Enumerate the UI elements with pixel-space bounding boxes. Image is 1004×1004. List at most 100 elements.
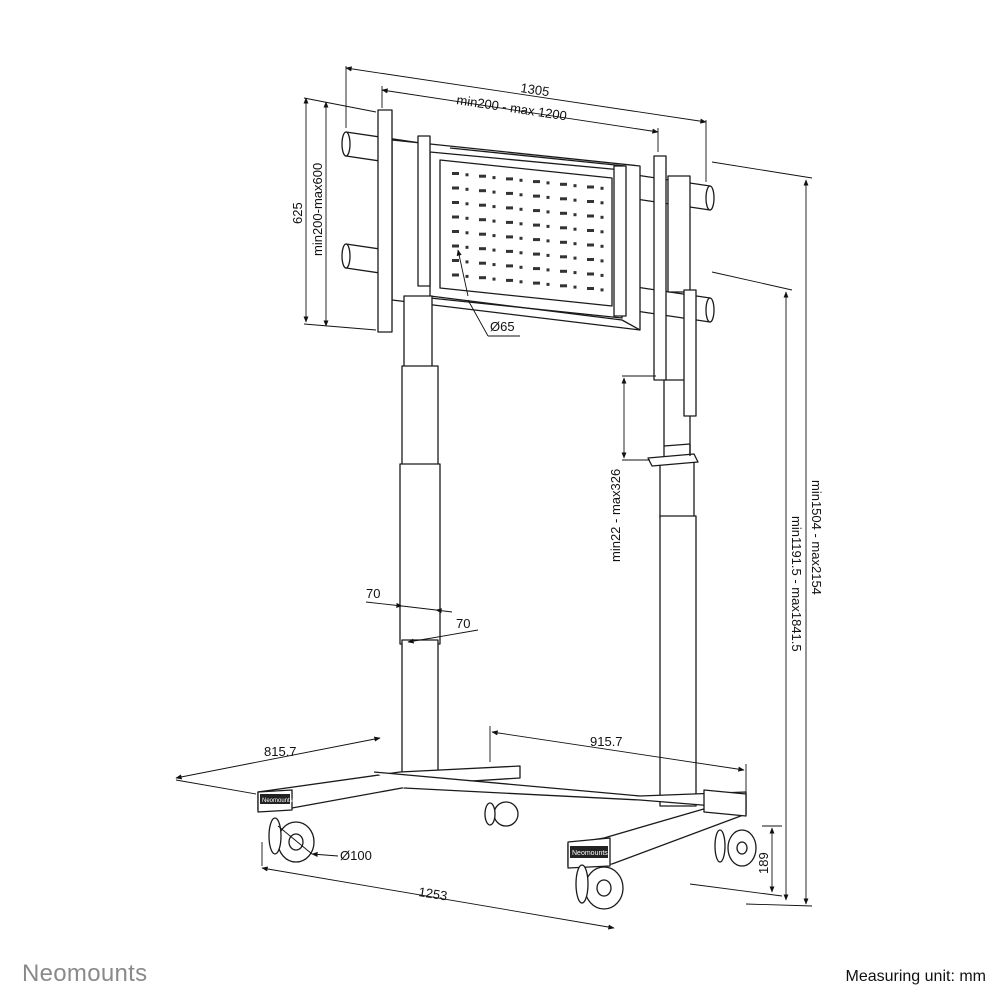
perforation-slot xyxy=(533,209,540,213)
perforation-slot xyxy=(533,238,540,242)
perforation-slot xyxy=(546,195,550,199)
label-plate-height: 625 xyxy=(290,202,305,224)
perforation-slot xyxy=(587,272,594,276)
perforation-slot xyxy=(546,181,550,185)
right-foot-label: Neomounts xyxy=(572,850,608,857)
perforation-slot xyxy=(600,273,604,277)
perforation-slot xyxy=(479,189,486,193)
perforation-slot xyxy=(506,177,513,181)
perforation-slot xyxy=(479,203,486,207)
perforation-slot xyxy=(465,216,469,220)
label-base-height: 189 xyxy=(756,852,771,874)
perforation-slot xyxy=(479,174,486,178)
perforation-slot xyxy=(573,213,577,217)
perforation-slot xyxy=(600,259,604,263)
perforation-slot xyxy=(560,182,567,186)
perforation-slot xyxy=(533,180,540,184)
perforation-slot xyxy=(465,245,469,249)
perforation-slot xyxy=(506,206,513,210)
perforation-slot xyxy=(546,268,550,272)
perforation-slot xyxy=(492,176,496,180)
perforation-slot xyxy=(452,259,459,262)
perforation-slot xyxy=(573,256,577,260)
dimension-lines xyxy=(175,66,813,930)
label-base-width: 1253 xyxy=(418,884,449,903)
perforation-slot xyxy=(452,273,459,277)
perforation-slot xyxy=(519,265,523,269)
perforation-slot xyxy=(533,252,540,256)
perforation-slot xyxy=(600,201,604,205)
label-base-depth: 815.7 xyxy=(264,744,297,759)
perforation-slot xyxy=(452,215,459,219)
perforation-slot xyxy=(533,223,540,227)
perforation-slot xyxy=(560,269,567,273)
perforation-slot xyxy=(519,222,523,226)
perforation-slot xyxy=(600,230,604,234)
perforation-slot xyxy=(600,186,604,190)
perforation-slot xyxy=(600,288,604,292)
perforation-slot xyxy=(546,210,550,214)
perforation-slot xyxy=(465,231,469,235)
perforation-slot xyxy=(492,219,496,223)
perforation-slot xyxy=(573,227,577,231)
perforation-slot xyxy=(506,220,513,224)
perforation-slot xyxy=(573,271,577,275)
perforation-slot xyxy=(465,173,469,177)
label-wheel-diameter: Ø100 xyxy=(340,848,372,863)
shelf-bracket xyxy=(647,443,699,467)
perforation-slot xyxy=(465,274,469,278)
perforation-slot xyxy=(573,184,577,188)
label-cable-hole: Ø65 xyxy=(490,319,515,334)
perforation-slot xyxy=(533,281,540,285)
perforation-slot xyxy=(465,202,469,206)
label-mount-height: min1191.5 - max1841.5 xyxy=(789,516,804,652)
perforation-slot xyxy=(587,229,594,232)
perforation-slot xyxy=(479,261,486,265)
perforation-slot xyxy=(452,186,459,190)
perforation-slot xyxy=(546,282,550,286)
perforation-slot xyxy=(533,267,540,271)
perforation-slot xyxy=(587,243,594,247)
brand-logo-text: Neomounts xyxy=(22,960,148,987)
perforation-slot xyxy=(492,248,496,252)
perforation-slot xyxy=(465,187,469,191)
perforation-slot xyxy=(506,249,513,253)
perforation-slot xyxy=(560,197,567,201)
perforation-slot xyxy=(519,193,523,197)
left-foot-label: Neomounts xyxy=(262,798,293,804)
perforation-slot xyxy=(587,185,594,189)
perforation-slot xyxy=(506,191,513,195)
label-column-width-b: 70 xyxy=(456,616,470,631)
label-leg-spacing: 915.7 xyxy=(590,734,623,749)
label-column-width-a: 70 xyxy=(366,586,380,601)
perforation-slot xyxy=(506,278,513,282)
base-frame xyxy=(257,765,747,869)
perforation-slot xyxy=(479,232,486,236)
foot-brand-plates: Neomounts Neomounts xyxy=(260,794,608,858)
perforation-slot xyxy=(479,218,486,222)
perforation-slot xyxy=(573,285,577,289)
label-vesa-width: min200 - max 1200 xyxy=(456,92,568,123)
label-overall-height: min1504 - max2154 xyxy=(809,480,824,595)
perforation-slot xyxy=(519,251,523,255)
label-total-width: 1305 xyxy=(520,80,551,99)
label-vesa-height: min200-max600 xyxy=(310,163,325,256)
perforation-slot xyxy=(560,284,567,288)
perforation-slot xyxy=(546,239,550,243)
perforation-slot xyxy=(600,215,604,219)
perforation-slot xyxy=(465,260,469,264)
perforation-slot xyxy=(479,276,486,280)
perforation-slot xyxy=(492,190,496,194)
label-shelf-range: min22 - max326 xyxy=(608,469,623,562)
perforation-slot xyxy=(519,178,523,182)
perforation-slot xyxy=(492,263,496,267)
vesa-rails xyxy=(377,109,697,417)
perforation-slot xyxy=(519,280,523,284)
perforation-slot xyxy=(492,277,496,281)
perforation-slot xyxy=(560,211,567,215)
perforation-slot xyxy=(560,255,567,259)
perforation-slot xyxy=(560,226,567,230)
perforation-slot xyxy=(492,205,496,209)
perforation-slot xyxy=(519,236,523,240)
perforation-slot xyxy=(506,264,513,268)
